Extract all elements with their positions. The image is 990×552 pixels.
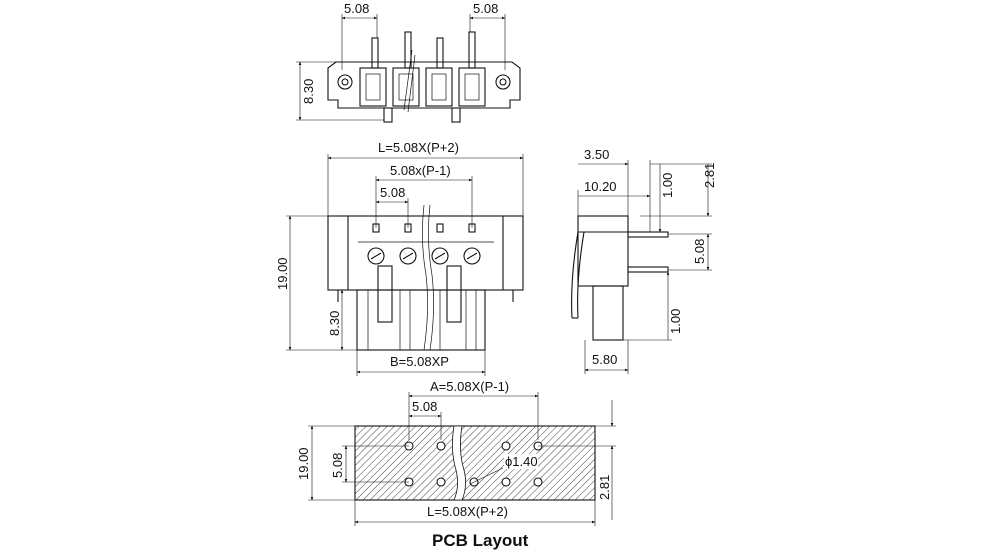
front-lower-body — [356, 289, 486, 351]
side-body — [577, 215, 629, 287]
pcb-height-label: 19.00 — [296, 447, 311, 480]
top-right-screw-hole — [495, 74, 511, 90]
top-left-peg — [383, 107, 393, 123]
front-bottom-label: B=5.08XP — [390, 354, 449, 369]
top-pitch-left-label: 5.08 — [344, 1, 369, 16]
pcb-board — [354, 425, 596, 501]
front-view: L=5.08X(P+2) 5.08x(P-1) 5.08 — [275, 140, 524, 376]
side-depth-label: 10.20 — [584, 179, 617, 194]
pcb-row-pitch-label: 5.08 — [330, 453, 345, 478]
pcb-edge-label: 2.81 — [597, 475, 612, 500]
side-right-top-label: 2.81 — [702, 163, 717, 188]
top-clamp-cells — [359, 67, 486, 107]
pcb-layout-view: A=5.08X(P-1) 5.08 ϕ1.40 19.00 — [296, 379, 616, 550]
side-stem — [592, 285, 624, 341]
side-pins — [627, 231, 669, 273]
front-pin-squares — [372, 223, 476, 233]
top-right-peg — [451, 107, 461, 123]
pcb-pitch-label: 5.08 — [412, 399, 437, 414]
pcb-length-label: L=5.08X(P+2) — [427, 504, 508, 519]
side-top-label: 3.50 — [584, 147, 609, 162]
side-pin-offset-label: 1.00 — [660, 173, 675, 198]
top-height-label: 8.30 — [301, 79, 316, 104]
pcb-span-label: A=5.08X(P-1) — [430, 379, 509, 394]
front-length-label: L=5.08X(P+2) — [378, 140, 459, 155]
top-body — [327, 61, 521, 109]
top-left-screw-hole — [337, 74, 353, 90]
side-view: 3.50 10.20 1.00 2.81 5.08 — [571, 147, 717, 374]
side-pin-pitch-label: 5.08 — [692, 239, 707, 264]
front-screw-heads — [367, 247, 481, 265]
front-lower-height-label: 8.30 — [327, 311, 342, 336]
side-pin-length-label: 1.00 — [668, 309, 683, 334]
top-view: 5.08 5.08 — [296, 1, 521, 123]
front-pitch-label: 5.08 — [380, 185, 405, 200]
front-inner-label: 5.08x(P-1) — [390, 163, 451, 178]
front-height-label: 19.00 — [275, 257, 290, 290]
pcb-layout-caption: PCB Layout — [432, 531, 529, 550]
pcb-holes — [404, 441, 543, 487]
side-bottom-label: 5.80 — [592, 352, 617, 367]
front-lower-clamps — [367, 265, 477, 350]
pcb-hole-dia-label: ϕ1.40 — [505, 454, 538, 469]
top-pitch-right-label: 5.08 — [473, 1, 498, 16]
front-body — [327, 215, 524, 291]
